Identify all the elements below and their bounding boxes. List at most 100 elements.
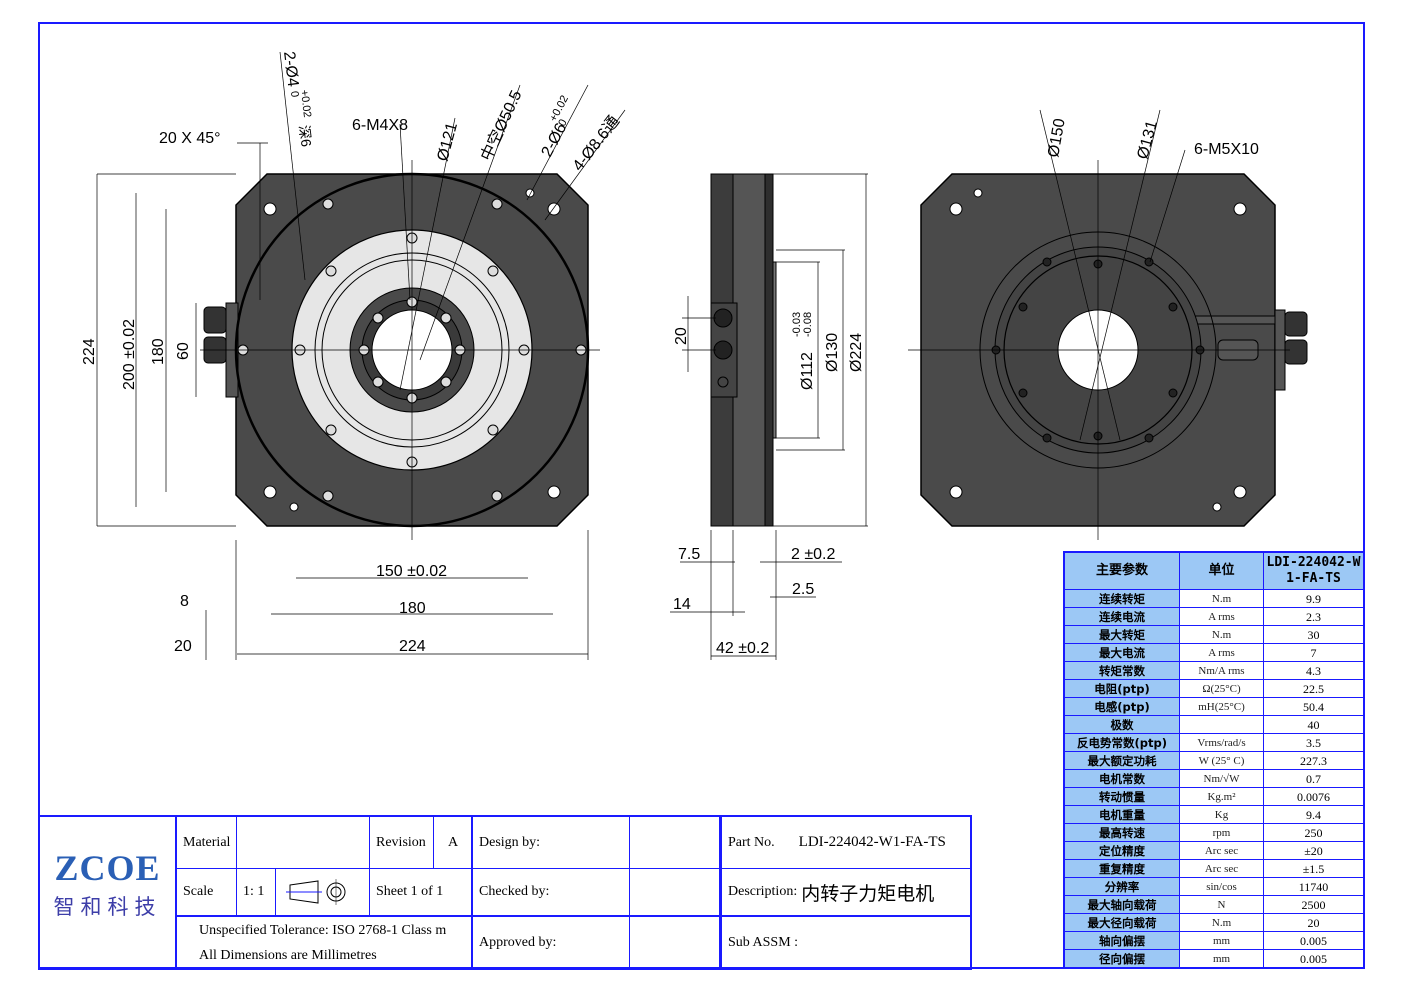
through-hole-callout: 4-Ø8.6通 [569, 112, 623, 174]
spec-param: 连续转矩 [1063, 589, 1180, 608]
dim-60-vertical: 60 [175, 342, 192, 360]
spec-value: 3.5 [1263, 733, 1365, 752]
header-unit: 单位 [1179, 551, 1264, 590]
spec-unit: Arc sec [1179, 859, 1264, 878]
spec-value: 40 [1263, 715, 1365, 734]
checked-by-label: Checked by: [473, 869, 630, 917]
spec-param: 定位精度 [1063, 841, 1180, 860]
spec-row: 电阻(ptp)Ω(25°C)22.5 [1063, 679, 1365, 698]
spec-unit: Nm/A rms [1179, 661, 1264, 680]
sheet-label: Sheet 1 of 1 [370, 869, 473, 917]
spec-unit: W (25° C) [1179, 751, 1264, 770]
spec-value: 7 [1263, 643, 1365, 662]
dim-224-vertical: 224 [81, 338, 98, 365]
spec-param: 连续电流 [1063, 607, 1180, 626]
approved-by-value[interactable] [630, 917, 720, 968]
company-logo: ZCOE 智和科技 [40, 817, 177, 968]
spec-unit: mm [1179, 949, 1264, 969]
spec-param: 最大转矩 [1063, 625, 1180, 644]
tolerance-note: Unspecified Tolerance: ISO 2768-1 Class … [199, 922, 447, 938]
dim-7-5: 7.5 [678, 546, 700, 563]
dia-112-label: Ø112 [799, 352, 816, 390]
dim-20: 20 [174, 638, 192, 655]
side-view: 20 Ø112 -0.03 -0.08 Ø130 Ø224 7.5 2 ±0.2… [670, 173, 868, 660]
spec-unit: Nm/√W [1179, 769, 1264, 788]
description-label: Description: [728, 884, 798, 899]
thread-callout: 6-M4X8 [352, 117, 408, 134]
sub-assm-label: Sub ASSM : [720, 917, 970, 968]
material-label: Material [177, 817, 237, 869]
spec-unit: N.m [1179, 589, 1264, 608]
bore-label: 中空Ø50.5 [477, 87, 525, 163]
spec-param: 电机常数 [1063, 769, 1180, 788]
logo-text-cn: 智和科技 [53, 895, 162, 919]
dim-224-horizontal: 224 [399, 638, 426, 655]
spec-param: 极数 [1063, 715, 1180, 734]
spec-value: ±1.5 [1263, 859, 1365, 878]
dim-8: 8 [180, 593, 189, 610]
spec-value: 0.0076 [1263, 787, 1365, 806]
spec-param: 最高转速 [1063, 823, 1180, 842]
checked-by-value[interactable] [630, 869, 720, 917]
spec-unit: N.m [1179, 625, 1264, 644]
spec-param: 电阻(ptp) [1063, 679, 1180, 698]
spec-value: 250 [1263, 823, 1365, 842]
spec-param: 最大额定功耗 [1063, 751, 1180, 770]
spec-unit: Ω(25°C) [1179, 679, 1264, 698]
scale-label: Scale [177, 869, 237, 917]
spec-param: 最大电流 [1063, 643, 1180, 662]
spec-value: 227.3 [1263, 751, 1365, 770]
spec-value: 0.005 [1263, 931, 1365, 950]
spec-unit: Kg [1179, 805, 1264, 824]
spec-unit: rpm [1179, 823, 1264, 842]
dim-180-horizontal: 180 [399, 600, 426, 617]
pin-depth: 深6 [296, 124, 315, 148]
design-by-value[interactable] [630, 817, 720, 869]
approved-by-label: Approved by: [473, 917, 630, 968]
pin-hole-callout: 2-Ø4 [280, 50, 301, 87]
spec-value: 4.3 [1263, 661, 1365, 680]
dia-131-label: Ø131 [1134, 119, 1161, 161]
spec-value: 22.5 [1263, 679, 1365, 698]
spec-param: 轴向偏摆 [1063, 931, 1180, 950]
spec-unit [1179, 715, 1264, 734]
dim-2: 2 ±0.2 [791, 546, 835, 563]
spec-row: 电感(ptp)mH(25°C)50.4 [1063, 697, 1365, 716]
dim-150-horizontal: 150 ±0.02 [376, 563, 447, 580]
spec-row: 极数 40 [1063, 715, 1365, 734]
pin-tol-upper: +0.02 [298, 89, 313, 118]
revision-value: A [434, 817, 473, 869]
units-note: All Dimensions are Millimetres [199, 947, 377, 963]
spec-value: 11740 [1263, 877, 1365, 896]
dia-150-label: Ø150 [1045, 117, 1069, 159]
dim-42: 42 ±0.2 [716, 640, 769, 657]
spec-value: 30 [1263, 625, 1365, 644]
spec-unit: mH(25°C) [1179, 697, 1264, 716]
dowel-tol-lower: 0 [556, 117, 569, 128]
dia-112-tol-upper: -0.03 [791, 312, 803, 337]
spec-value: 2500 [1263, 895, 1365, 914]
spec-param: 最大径向载荷 [1063, 913, 1180, 932]
side-dim-20: 20 [673, 327, 690, 345]
spec-value: 0.7 [1263, 769, 1365, 788]
spec-value: 2.3 [1263, 607, 1365, 626]
spec-param: 重复精度 [1063, 859, 1180, 878]
spec-unit: mm [1179, 931, 1264, 950]
dia-121-label: Ø121 [434, 121, 461, 163]
scale-value: 1: 1 [237, 869, 276, 917]
spec-header-row: 主要参数 单位 LDI-224042-W1-FA-TS [1063, 551, 1365, 590]
logo-text-en: ZCOE [54, 848, 161, 888]
dia-224-label: Ø224 [848, 333, 865, 372]
spec-unit: A rms [1179, 607, 1264, 626]
